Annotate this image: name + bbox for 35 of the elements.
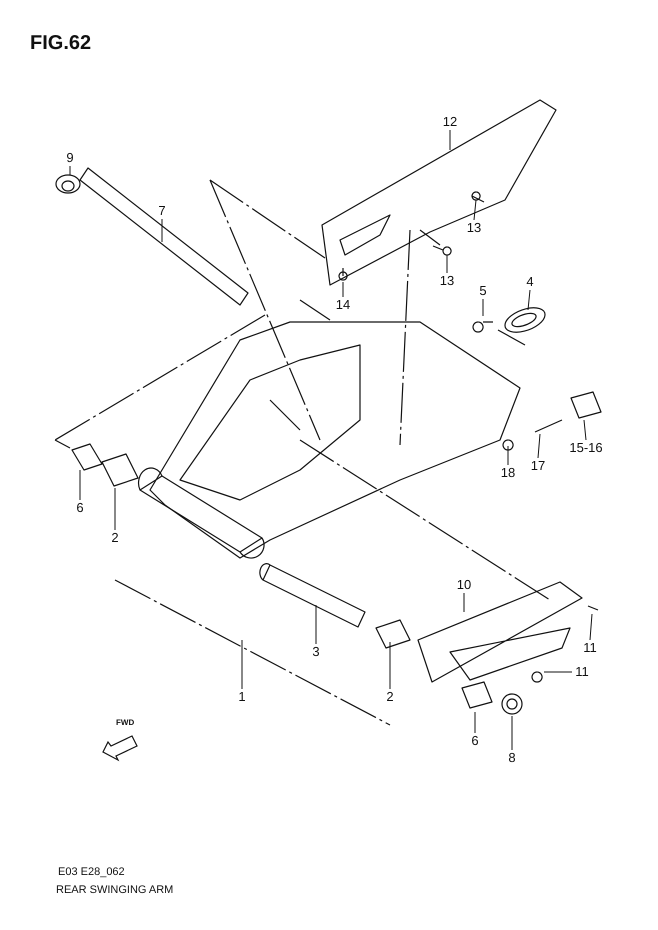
callout-number: 11 bbox=[580, 640, 600, 656]
leader-line bbox=[342, 282, 344, 298]
callout-number: 10 bbox=[454, 577, 474, 593]
leader-line bbox=[446, 254, 448, 274]
callout-number: 4 bbox=[524, 274, 536, 290]
callout-number: 11 bbox=[572, 664, 592, 680]
callout-number: 6 bbox=[74, 500, 86, 516]
callout-number: 2 bbox=[109, 530, 121, 546]
callout-number: 14 bbox=[333, 297, 353, 313]
callout-number: 5 bbox=[477, 283, 489, 299]
leader-line bbox=[474, 200, 476, 220]
figure-caption: REAR SWINGING ARM bbox=[56, 884, 174, 896]
callout-number: 15-16 bbox=[564, 440, 608, 456]
direction-label: FWD bbox=[116, 718, 134, 727]
leader-line bbox=[474, 712, 476, 734]
leader-line bbox=[584, 420, 586, 440]
callout-number: 6 bbox=[469, 733, 481, 749]
leader-line bbox=[590, 614, 592, 640]
callout-number: 3 bbox=[310, 644, 322, 660]
callout-number: 2 bbox=[384, 689, 396, 705]
leader-line bbox=[538, 434, 540, 458]
callout-number: 13 bbox=[437, 273, 457, 289]
callout-number: 17 bbox=[528, 458, 548, 474]
callout-number: 7 bbox=[156, 203, 168, 219]
leader-line bbox=[528, 290, 530, 310]
callout-number: 9 bbox=[64, 150, 76, 166]
leader-line bbox=[482, 298, 484, 316]
callout-number: 13 bbox=[464, 220, 484, 236]
leader-line bbox=[114, 488, 116, 530]
callout-number: 12 bbox=[440, 114, 460, 130]
callout-number: 18 bbox=[498, 465, 518, 481]
diagram-code: E03 E28_062 bbox=[58, 866, 125, 878]
figure-title: FIG.62 bbox=[30, 32, 92, 55]
callout-number: 1 bbox=[236, 689, 248, 705]
callout-number: 8 bbox=[506, 750, 518, 766]
